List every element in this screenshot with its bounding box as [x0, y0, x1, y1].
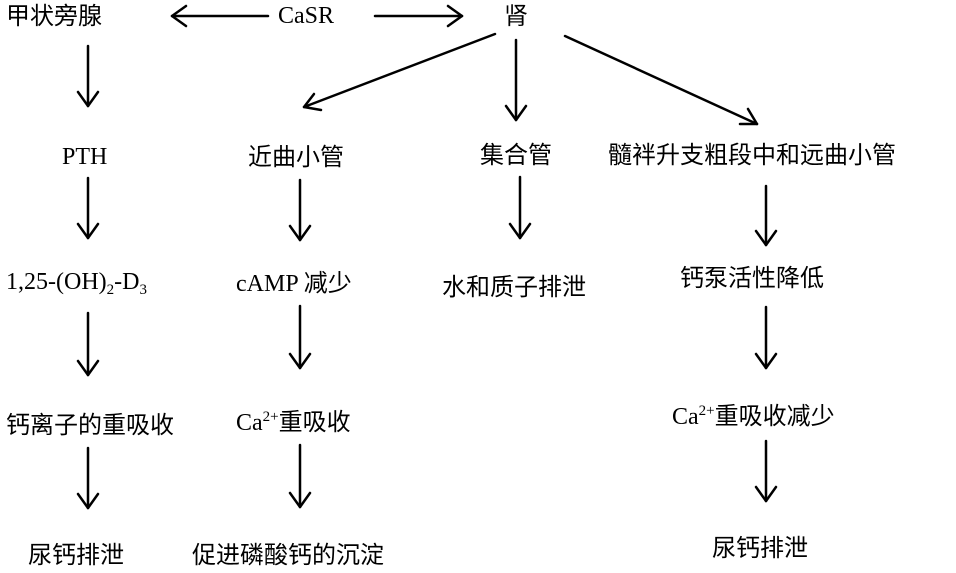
vitd-subscript-2: 3: [139, 282, 147, 298]
node-ca-reabsorb-left: 钙离子的重吸收: [6, 411, 174, 439]
arrow-loop-to-pump: [754, 184, 778, 247]
node-parathyroid: 甲状旁腺: [6, 2, 102, 30]
arrow-pump-to-ca-reabsorb: [754, 305, 778, 370]
node-ca-pump-decrease: 钙泵活性降低: [680, 264, 824, 292]
arrow-parathyroid-to-pth: [76, 44, 100, 108]
node-urinary-ca-left: 尿钙排泄: [28, 541, 124, 569]
node-ca-reabsorb-mid: Ca2+重吸收: [236, 409, 351, 436]
node-collecting-duct: 集合管: [480, 141, 552, 169]
node-loop-distal: 髓袢升支粗段中和远曲小管: [608, 141, 896, 169]
node-pth: PTH: [62, 144, 108, 170]
arrow-vitd-to-ca-reabsorb: [76, 311, 100, 377]
arrow-proximal-to-camp: [288, 178, 312, 242]
ca-base-mid: Ca: [236, 410, 263, 436]
arrow-casr-to-kidney: [373, 4, 464, 28]
node-proximal-tubule: 近曲小管: [248, 143, 344, 171]
arrow-ca-reabsorb-to-urinary-right: [754, 439, 778, 503]
node-ca-reabsorb-right: Ca2+重吸收减少: [672, 403, 835, 430]
ca-base-right: Ca: [672, 404, 699, 430]
ca-reabsorb-right-suffix: 重吸收减少: [714, 404, 835, 430]
arrow-casr-to-parathyroid: [170, 4, 270, 28]
node-casr: CaSR: [278, 3, 335, 29]
ca-superscript-right: 2+: [698, 403, 715, 419]
vitd-mid: -D: [114, 269, 140, 295]
node-urinary-ca-right: 尿钙排泄: [712, 534, 808, 562]
vitd-subscript: 2: [106, 282, 115, 298]
arrow-kidney-to-proximal: [302, 32, 497, 112]
arrow-collecting-to-water: [508, 175, 532, 240]
arrow-kidney-to-collecting: [504, 38, 528, 122]
ca-superscript-mid: 2+: [262, 409, 279, 425]
arrow-ca-reabsorb-to-urinary: [76, 446, 100, 510]
node-kidney: 肾: [504, 2, 528, 30]
node-camp-decrease: cAMP 减少: [236, 271, 352, 297]
vitd-prefix: 1,25-(OH): [6, 269, 107, 295]
arrow-kidney-to-loop: [563, 34, 759, 126]
ca-reabsorb-mid-suffix: 重吸收: [278, 410, 351, 436]
arrow-pth-to-vitd: [76, 176, 100, 240]
node-vitamin-d: 1,25-(OH)2-D3: [6, 269, 147, 298]
arrow-ca-reabsorb-to-precipitation: [288, 443, 312, 509]
arrow-camp-to-ca-reabsorb: [288, 304, 312, 370]
node-precipitation: 促进磷酸钙的沉淀: [192, 541, 384, 569]
node-water-proton: 水和质子排泄: [442, 273, 586, 301]
